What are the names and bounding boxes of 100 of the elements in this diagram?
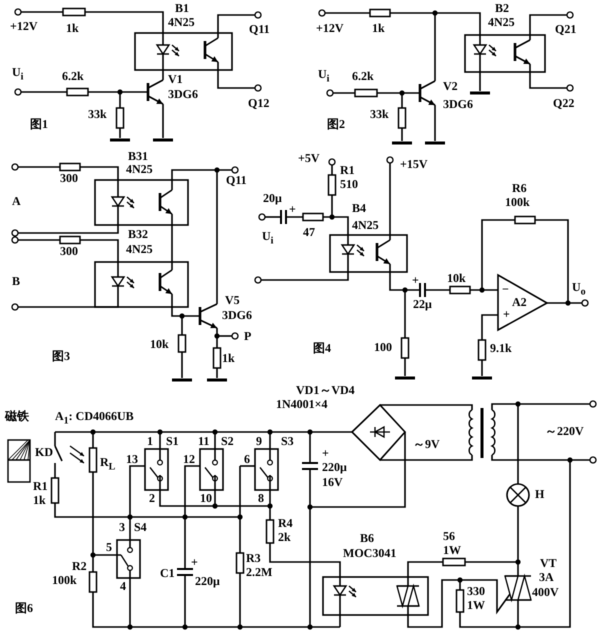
component-label: 510 bbox=[340, 178, 358, 190]
pin-number: 6 bbox=[244, 453, 250, 465]
component-label: 220μ bbox=[195, 575, 220, 587]
pin-number: 1 bbox=[147, 435, 153, 447]
component-label: A$_{1}$: CD4066UB bbox=[55, 410, 134, 426]
pin-number: 2 bbox=[149, 492, 155, 504]
component-label: C1 bbox=[160, 567, 175, 579]
component-label: 10k bbox=[150, 338, 169, 350]
component-label: S2 bbox=[221, 435, 234, 447]
component-label: S4 bbox=[134, 521, 147, 533]
component-label: R$_{L}$ bbox=[100, 456, 116, 472]
component-label: 33k bbox=[88, 108, 107, 120]
component-label: R4 bbox=[278, 517, 293, 529]
component-label: MOC3041 bbox=[343, 547, 396, 559]
component-label: V2 bbox=[443, 80, 458, 92]
figure-caption: 图2 bbox=[327, 118, 345, 130]
terminal-label: B bbox=[12, 275, 20, 287]
component-label: 100k bbox=[52, 574, 77, 586]
pin-number: 4 bbox=[120, 580, 126, 592]
component-label: R6 bbox=[512, 182, 527, 194]
component-label: 220μ bbox=[322, 461, 347, 473]
terminal-label: U$_{i}$ bbox=[12, 66, 24, 82]
component-label: 3A bbox=[539, 571, 554, 583]
polarity-sign: − bbox=[502, 283, 509, 295]
component-label: 47 bbox=[303, 226, 315, 238]
pin-number: 5 bbox=[106, 541, 112, 553]
component-label: S3 bbox=[281, 435, 294, 447]
component-label: 1W bbox=[467, 599, 485, 611]
component-label: 9.1k bbox=[490, 342, 512, 354]
polarity-sign: + bbox=[503, 308, 510, 320]
component-label: 3DG6 bbox=[443, 98, 473, 110]
component-label: A2 bbox=[512, 296, 527, 308]
component-label: ～9V bbox=[413, 438, 440, 450]
component-label: B6 bbox=[360, 532, 374, 544]
component-label: 4N25 bbox=[126, 243, 153, 255]
terminal-label: Q21 bbox=[555, 23, 576, 35]
terminal-label: +15V bbox=[400, 158, 428, 170]
component-label: R1 bbox=[33, 480, 48, 492]
component-label: 16V bbox=[322, 476, 343, 488]
terminal-label: Q11 bbox=[226, 174, 247, 186]
component-label: 2.2M bbox=[246, 566, 272, 578]
component-label: 330 bbox=[467, 585, 485, 597]
terminal-label: Q22 bbox=[553, 97, 574, 109]
terminal-label: +5V bbox=[298, 152, 320, 164]
component-label: 300 bbox=[60, 245, 78, 257]
terminal-label: U$_{i}$ bbox=[262, 230, 274, 246]
pin-number: 8 bbox=[258, 492, 264, 504]
component-label: 100 bbox=[374, 341, 392, 353]
polarity-sign: + bbox=[191, 556, 198, 568]
polarity-sign: + bbox=[289, 203, 296, 215]
component-label: R2 bbox=[72, 560, 87, 572]
component-label: 10k bbox=[447, 272, 466, 284]
component-label: B4 bbox=[352, 202, 366, 214]
component-label: R3 bbox=[246, 552, 261, 564]
terminal-label: A bbox=[12, 195, 21, 207]
component-label: 4N25 bbox=[352, 219, 379, 231]
polarity-sign: + bbox=[322, 447, 329, 459]
component-label: B2 bbox=[495, 2, 510, 14]
component-label: 1k bbox=[33, 494, 46, 506]
terminal-label: U$_{i}$ bbox=[318, 68, 330, 84]
component-label: 33k bbox=[370, 108, 389, 120]
terminal-label: +12V bbox=[10, 20, 38, 32]
component-label: B32 bbox=[128, 228, 148, 240]
figure-caption: 图1 bbox=[30, 118, 48, 130]
component-label: 20μ bbox=[263, 192, 282, 204]
terminal-label: U$_{o}$ bbox=[572, 281, 586, 298]
figure-caption: 图6 bbox=[15, 602, 33, 614]
component-label: 22μ bbox=[413, 298, 432, 310]
component-label: 1k bbox=[222, 352, 235, 364]
component-label: B1 bbox=[175, 2, 190, 14]
pin-number: 10 bbox=[200, 492, 212, 504]
component-label: 6.2k bbox=[62, 70, 84, 82]
component-label: 300 bbox=[60, 172, 78, 184]
component-label: 56 bbox=[443, 530, 455, 542]
component-label: 400V bbox=[532, 586, 559, 598]
component-label: V1 bbox=[168, 73, 183, 85]
component-label: 4N25 bbox=[488, 16, 515, 28]
component-label: V5 bbox=[225, 294, 240, 306]
component-label: VT bbox=[540, 557, 557, 569]
pin-number: 9 bbox=[256, 435, 262, 447]
pin-number: 12 bbox=[183, 453, 195, 465]
component-label: VD1～VD4 bbox=[296, 384, 355, 396]
component-label: H bbox=[535, 488, 544, 500]
pin-number: 13 bbox=[126, 453, 138, 465]
component-label: 1k bbox=[66, 22, 79, 34]
component-label: 1W bbox=[443, 544, 461, 556]
component-label: 磁铁 bbox=[5, 410, 29, 422]
terminal-label: Q12 bbox=[248, 97, 270, 109]
component-label: 2k bbox=[278, 531, 291, 543]
terminal-label: Q11 bbox=[249, 23, 270, 35]
component-label: 1N4001×4 bbox=[276, 398, 328, 410]
terminal-label: ～220V bbox=[545, 425, 584, 437]
pin-number: 11 bbox=[198, 435, 210, 447]
component-label: 6.2k bbox=[352, 70, 374, 82]
component-label: 3DG6 bbox=[168, 88, 198, 100]
component-label: 3DG6 bbox=[222, 309, 252, 321]
component-label: 4N25 bbox=[168, 16, 195, 28]
component-label: 1k bbox=[372, 22, 385, 34]
terminal-label: P bbox=[244, 330, 252, 342]
pin-number: 3 bbox=[119, 521, 125, 533]
